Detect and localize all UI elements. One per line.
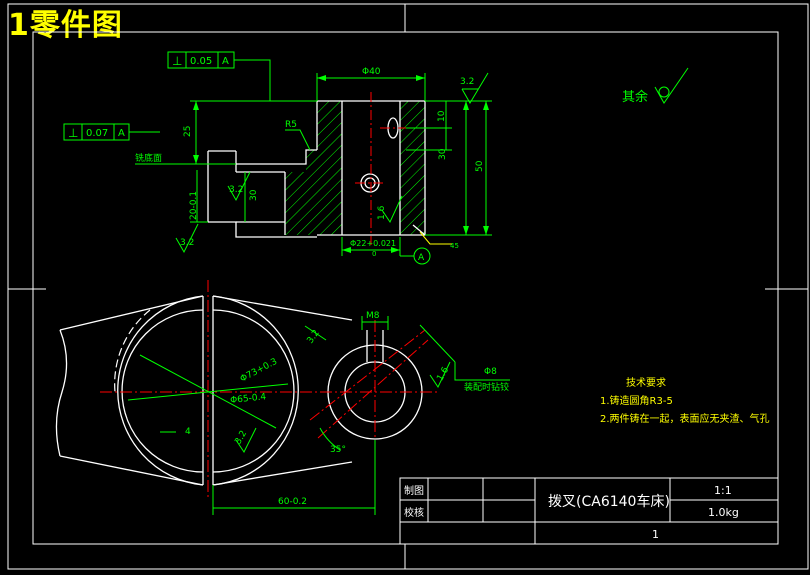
tolerance-left-symbol: ⊥ [68, 126, 78, 140]
tolerance-top-symbol: ⊥ [172, 54, 182, 68]
label-milled-face: 铣底面 [135, 152, 162, 164]
sheet-no: 1 [652, 528, 659, 541]
dim-20: 20-0.1 [189, 191, 199, 220]
row2-label: 校核 [404, 506, 424, 519]
roughness-16: 1.6 [377, 205, 387, 220]
tolerance-left-datum: A [118, 128, 125, 139]
dim-32b: 3.2 [306, 328, 322, 345]
hatch-right [400, 101, 425, 235]
dim-35deg: 35° [330, 445, 346, 455]
tolerance-frame-top: ⊥ 0.05 A [167, 51, 235, 69]
title-block: 制图 校核 拨叉(CA6140车床) 1:1 1.0kg 1 [399, 477, 779, 545]
tech-item-1: 1.铸造圆角R3-5 [600, 394, 673, 407]
sheet-title: 1零件图 [8, 8, 123, 43]
dim-phi22-lower: 0 [372, 250, 376, 258]
tech-item-2: 2.两件铸在一起，表面应无夹渣、气孔 [600, 412, 770, 425]
hatch-left [285, 101, 342, 235]
dim-phi22: Φ22+0.021 [350, 239, 396, 248]
weight: 1.0kg [708, 506, 739, 519]
dim-45: 45 [450, 242, 459, 250]
scale: 1:1 [714, 484, 732, 497]
dim-phi8: Φ8 [484, 367, 497, 377]
part-name: 拨叉(CA6140车床) [548, 493, 670, 510]
dim-phi40: Φ40 [362, 67, 381, 77]
row1-label: 制图 [404, 484, 424, 497]
roughness-32-bottom: 3.2 [180, 238, 194, 248]
dim-R5: R5 [285, 120, 297, 130]
dim-16: 1.6 [435, 365, 451, 383]
tech-heading: 技术要求 [626, 376, 666, 389]
dim-30b: 30 [249, 189, 259, 201]
roughness-32-top: 3.2 [460, 77, 474, 87]
tolerance-top-datum: A [222, 56, 229, 67]
dim-phi73: Φ73+0.3 [239, 357, 279, 385]
sheet-frame [7, 3, 809, 570]
dim-30: 30 [438, 148, 448, 160]
tech-requirements: 技术要求 1.铸造圆角R3-5 2.两件铸在一起，表面应无夹渣、气孔 [600, 376, 770, 425]
dim-25: 25 [183, 126, 193, 137]
tolerance-frame-left: ⊥ 0.07 A [63, 123, 130, 141]
dim-4: 4 [185, 427, 191, 437]
plan-view: M8 Φ73+0.3 Φ65-0.4 4 3.2 35° 60-0.2 Φ8 装… [55, 280, 510, 515]
dim-M8: M8 [366, 311, 380, 321]
rest-note: 其余 [622, 89, 648, 105]
note-phi8: 装配时钻铰 [464, 381, 509, 393]
dim-50: 50 [475, 160, 485, 172]
dim-32: 3.2 [233, 429, 249, 446]
dim-phi65: Φ65-0.4 [230, 392, 267, 406]
datum-label: A [418, 253, 425, 263]
tolerance-top-value: 0.05 [190, 56, 212, 67]
dim-60: 60-0.2 [278, 497, 307, 507]
tolerance-left-value: 0.07 [86, 128, 108, 139]
section-view: ⊥ 0.05 A ⊥ 0.07 A A Φ40 25 R5 10 30 50 2… [63, 51, 689, 265]
roughness-32-left: 3.2 [229, 185, 243, 195]
dim-10: 10 [437, 110, 447, 122]
